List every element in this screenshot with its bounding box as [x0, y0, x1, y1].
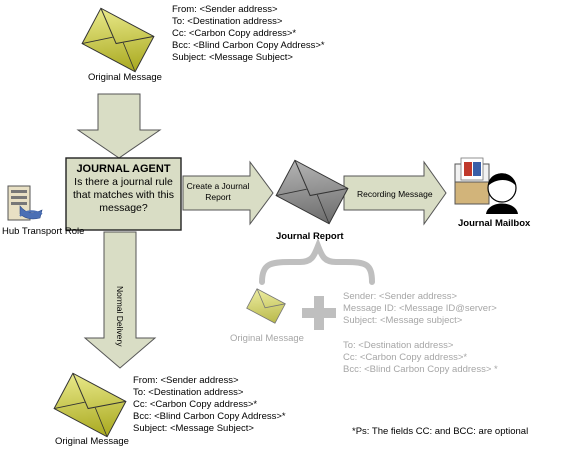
- arrow-create-report: [182, 160, 274, 226]
- header-line: Bcc: <Blind Carbon Copy address> *: [343, 364, 498, 375]
- header-line: Bcc: <Blind Carbon Copy Address>*: [133, 411, 286, 422]
- arrow-to-agent: [76, 93, 162, 159]
- header-line: Cc: <Carbon Copy address>*: [133, 399, 258, 410]
- header-line: Bcc: <Blind Carbon Copy Address>*: [172, 40, 325, 51]
- header-line: Subject: <Message subject>: [343, 315, 463, 326]
- header-line: Cc: <Carbon Copy address>*: [343, 352, 468, 363]
- header-line: To: <Destination address>: [133, 387, 244, 398]
- envelope-icon: [81, 7, 155, 73]
- journal-mailbox-label: Journal Mailbox: [458, 218, 531, 229]
- journal-agent-question: Is there a journal rule that matches wit…: [73, 176, 174, 214]
- header-line: Subject: <Message Subject>: [172, 52, 293, 63]
- journal-report-label: Journal Report: [276, 231, 344, 242]
- hub-transport-label: Hub Transport Role: [2, 226, 85, 237]
- plus-icon: [302, 296, 336, 330]
- header-line: From: <Sender address>: [172, 4, 278, 15]
- journal-agent: JOURNAL AGENT Is there a journal rule th…: [66, 163, 181, 215]
- mailbox-icon: [454, 157, 518, 214]
- journal-report-envelope-icon: [275, 159, 349, 225]
- recording-label: Recording Message: [357, 189, 433, 199]
- header-line: Sender: <Sender address>: [343, 291, 458, 302]
- report-header-list-b: To: <Destination address> Cc: <Carbon Co…: [343, 340, 498, 376]
- report-original-caption: Original Message: [230, 333, 304, 344]
- header-line: Message ID: <Message ID@server>: [343, 303, 497, 314]
- header-line: Subject: <Message Subject>: [133, 423, 254, 434]
- footnote: *Ps: The fields CC: and BCC: are optiona…: [352, 426, 529, 437]
- normal-delivery-label: Normal Delivery: [115, 286, 125, 347]
- journal-agent-title: JOURNAL AGENT: [76, 163, 171, 175]
- arrow-recording: [343, 160, 447, 226]
- curly-brace: [259, 237, 375, 285]
- journal-agent-box: [65, 157, 182, 231]
- top-message-caption: Original Message: [88, 72, 162, 83]
- bottom-message-header-list: From: <Sender address> To: <Destination …: [133, 375, 286, 435]
- header-line: To: <Destination address>: [172, 16, 283, 27]
- report-header-list-a: Sender: <Sender address> Message ID: <Me…: [343, 291, 497, 327]
- header-line: To: <Destination address>: [343, 340, 454, 351]
- arrow-normal-delivery: [83, 231, 157, 369]
- create-report-label: Create a Journal Report: [186, 181, 250, 202]
- header-line: Cc: <Carbon Copy address>*: [172, 28, 297, 39]
- envelope-icon: [246, 288, 286, 324]
- top-message-header-list: From: <Sender address> To: <Destination …: [172, 4, 325, 64]
- envelope-icon: [53, 372, 127, 438]
- server-icon: [7, 185, 43, 221]
- header-line: From: <Sender address>: [133, 375, 239, 386]
- bottom-message-caption: Original Message: [55, 436, 129, 447]
